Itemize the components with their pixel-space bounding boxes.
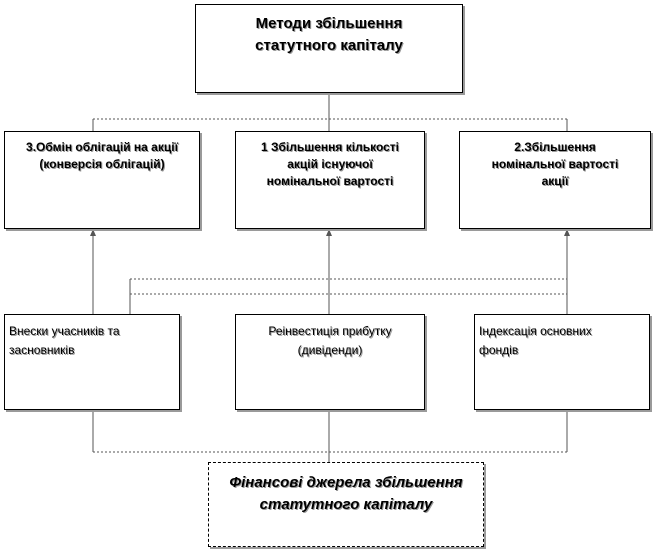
method-1-line-3: номінальної вартості xyxy=(266,174,394,188)
method-1-line-1: 1 Збільшення кількості xyxy=(260,140,400,154)
methods-title-box: Методи збільшення статутного капіталу xyxy=(195,4,463,93)
source-2-line-1: Реінвестиція прибутку xyxy=(268,324,392,338)
source-3-line-2: фондів xyxy=(479,343,519,357)
source-3-line-1: Індексація основних xyxy=(479,324,592,338)
financial-sources-line-1: Фінансові джерела збільшення xyxy=(229,474,463,491)
source-2-line-2: (дивіденди) xyxy=(297,343,363,357)
financial-sources-line-2: статутного капіталу xyxy=(259,496,433,513)
method-box-increase-nominal-value: 2.Збільшення номінальної вартості акції xyxy=(459,131,651,229)
method-2-line-2: номінальної вартості xyxy=(491,157,619,171)
source-1-line-2: засновників xyxy=(9,343,75,357)
arrowhead-method3 xyxy=(90,229,96,236)
method-box-increase-share-count: 1 Збільшення кількості акцій існуючої но… xyxy=(235,131,425,229)
source-1-line-1: Внески учасників та xyxy=(9,324,120,338)
method-1-line-2: акцій існуючої xyxy=(287,157,373,171)
method-box-bond-conversion: 3.Обмін облігацій на акції (конверсія об… xyxy=(4,131,200,229)
source-box-contributions: Внески учасників та засновників xyxy=(4,314,180,410)
method-2-line-3: акції xyxy=(541,174,569,188)
source-box-profit-reinvestment: Реінвестиція прибутку (дивіденди) xyxy=(235,314,425,410)
methods-title-line-2: статутного капіталу xyxy=(255,37,403,54)
arrowhead-method2 xyxy=(564,229,570,236)
financial-sources-box: Фінансові джерела збільшення статутного … xyxy=(208,462,484,547)
methods-title-line-1: Методи збільшення xyxy=(255,15,403,32)
arrowhead-method1 xyxy=(326,229,332,236)
method-3-line-2: (конверсія облігацій) xyxy=(39,157,165,171)
method-3-line-1: 3.Обмін облігацій на акції xyxy=(26,140,178,154)
method-2-line-1: 2.Збільшення xyxy=(514,140,596,154)
source-box-asset-indexation: Індексація основних фондів xyxy=(474,314,650,410)
